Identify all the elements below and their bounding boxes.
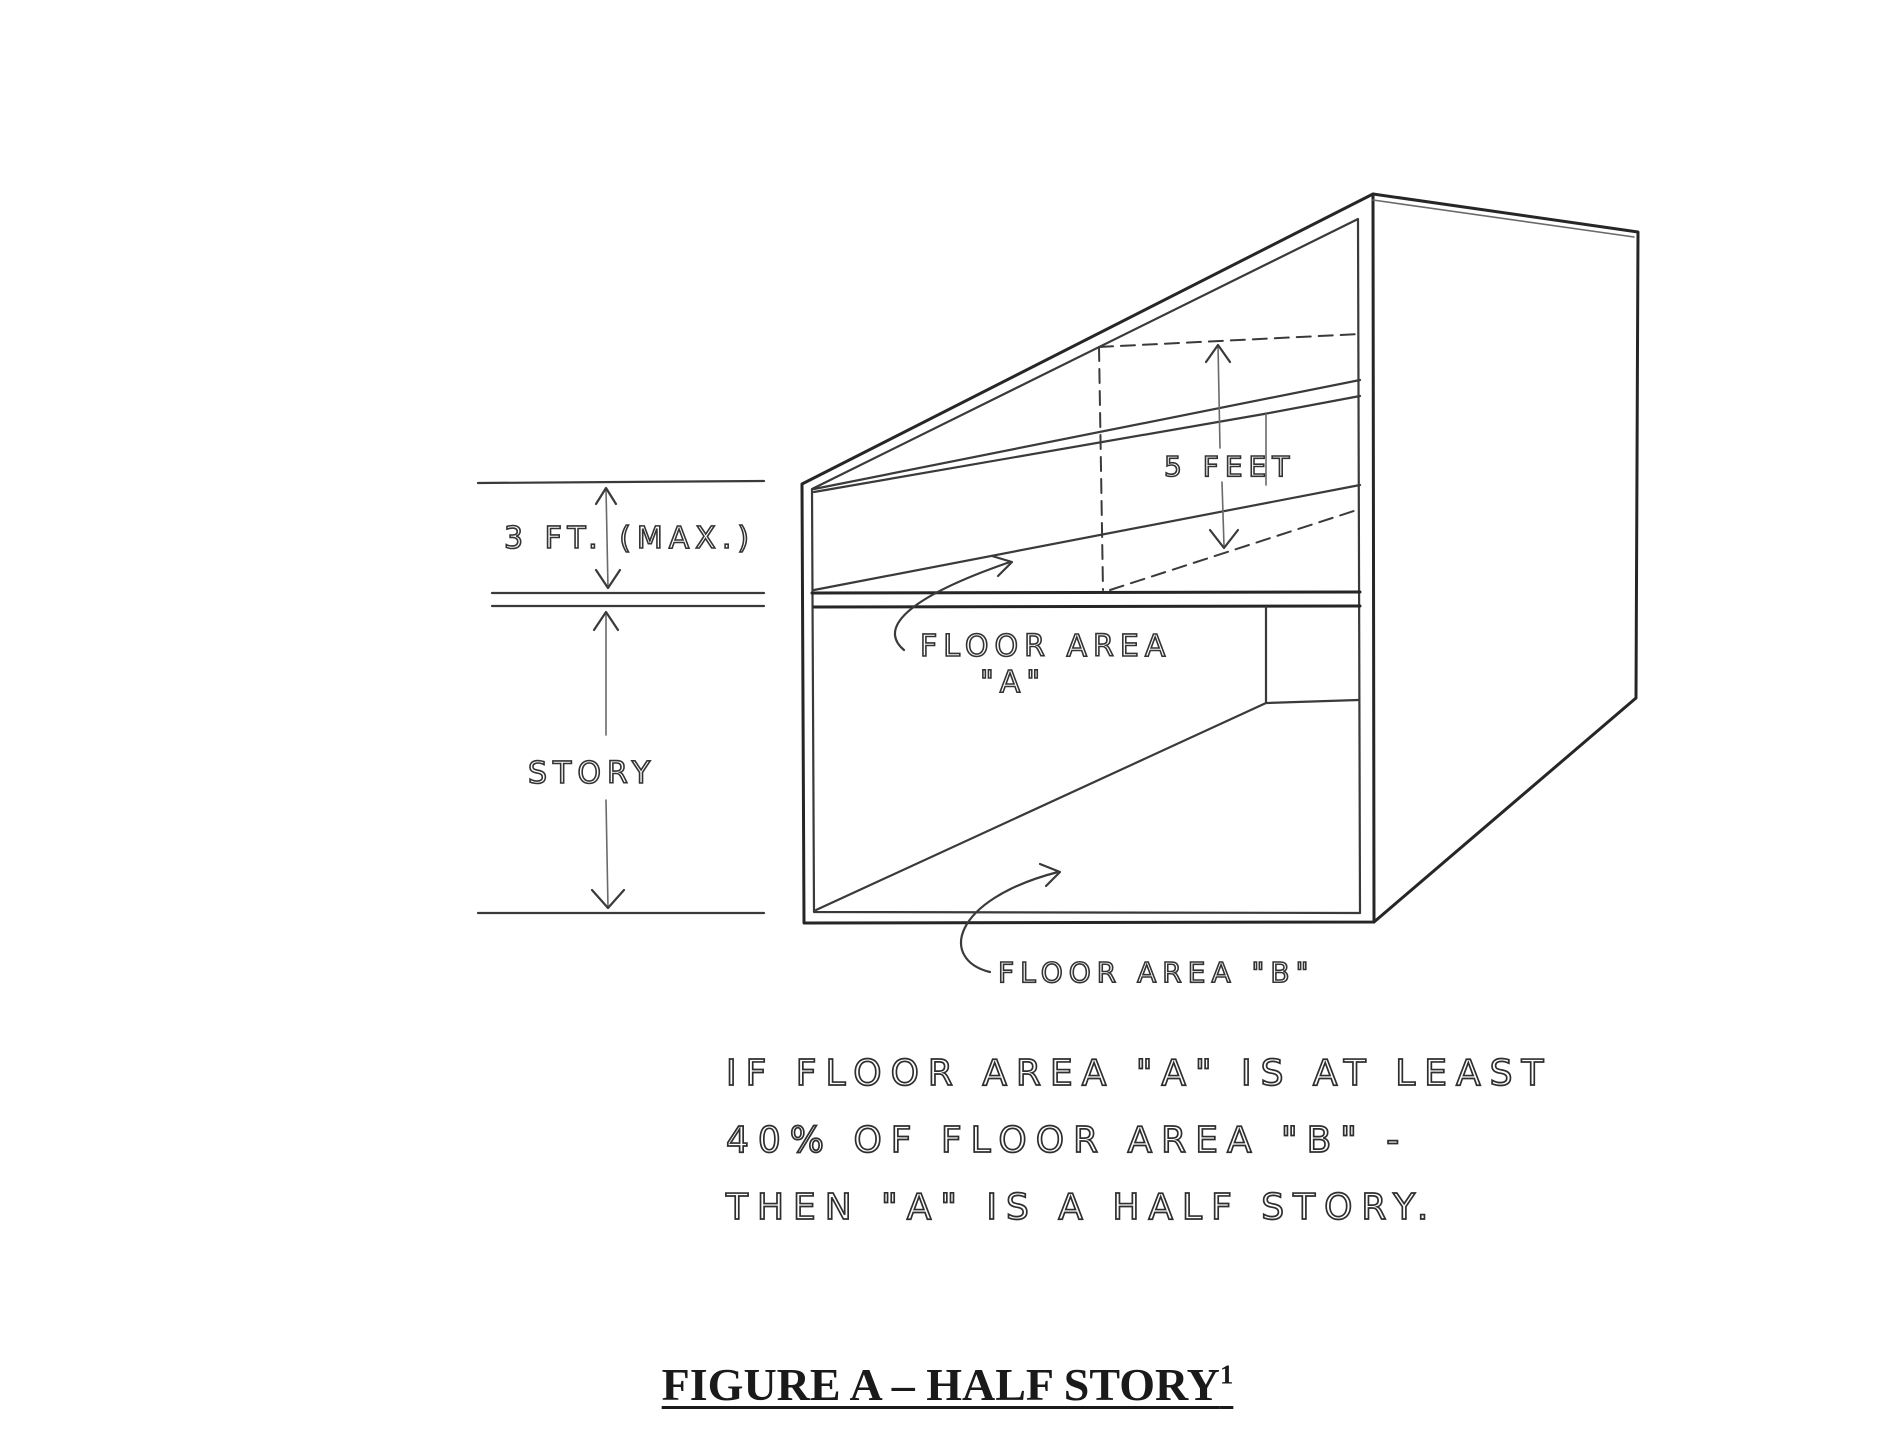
label-floor-area-b: FLOOR AREA "B" bbox=[998, 956, 1314, 989]
five-feet-dimension bbox=[1204, 343, 1240, 550]
side-face-top-edge bbox=[1372, 199, 1635, 238]
floor-area-b-leader-arrow bbox=[1038, 862, 1062, 888]
five-feet-line-upper bbox=[1217, 344, 1221, 449]
figure-caption-text: FIGURE A – HALF STORY bbox=[661, 1359, 1220, 1410]
five-feet-arrow-down bbox=[1208, 528, 1240, 550]
leaders bbox=[893, 554, 1062, 974]
five-feet-line-lower bbox=[1221, 481, 1225, 547]
five-foot-reference-left bbox=[1098, 346, 1104, 591]
three-ft-arrow-down bbox=[594, 568, 622, 590]
side-face bbox=[1371, 192, 1640, 924]
upper-knee-wall-line bbox=[812, 412, 1266, 494]
note-line-3: THEN "A" IS A HALF STORY. bbox=[725, 1187, 1437, 1228]
lower-interior bbox=[814, 605, 1360, 912]
story-arrow-down bbox=[590, 888, 626, 910]
upper-ceiling-line bbox=[812, 378, 1362, 491]
mid-floor bbox=[810, 590, 1362, 609]
lower-back-floor-line bbox=[1264, 698, 1360, 705]
front-face-outer bbox=[800, 192, 1376, 925]
building-outline bbox=[800, 192, 1640, 925]
mid-floor-top-line bbox=[810, 590, 1362, 595]
upper-floor-perspective bbox=[812, 483, 1362, 592]
figure-caption: FIGURE A – HALF STORY1 bbox=[0, 1358, 1895, 1411]
figure-caption-footnote: 1 bbox=[1219, 1359, 1234, 1390]
figure-caption-inner: FIGURE A – HALF STORY1 bbox=[662, 1359, 1234, 1410]
story-arrow-up bbox=[592, 610, 620, 632]
upper-back-edge bbox=[1262, 394, 1362, 416]
labels: 3 FT. (MAX.) 5 FEET STORY FLOOR AREA "A"… bbox=[503, 449, 1314, 990]
story-dimension-line-lower bbox=[605, 799, 609, 909]
floor-area-a-leader-arrow bbox=[990, 554, 1014, 578]
five-feet-arrow-up bbox=[1204, 343, 1232, 364]
floor-area-b-leader bbox=[960, 870, 1060, 974]
five-foot-top-dashed bbox=[1098, 333, 1361, 348]
three-ft-dimension-line bbox=[605, 487, 609, 589]
rule-note: IF FLOOR AREA "A" IS AT LEAST 40% OF FLO… bbox=[724, 1052, 1552, 1229]
upper-interior bbox=[812, 333, 1362, 592]
label-three-ft-max: 3 FT. (MAX.) bbox=[504, 521, 755, 556]
label-five-feet: 5 FEET bbox=[1164, 450, 1295, 483]
five-foot-bottom-dashed bbox=[1109, 508, 1361, 591]
front-face-inner bbox=[810, 217, 1362, 915]
label-floor-area-a-line2: "A" bbox=[980, 665, 1046, 700]
floor-area-a-leader bbox=[893, 560, 1012, 652]
label-story: STORY bbox=[528, 756, 656, 791]
dimension-lines bbox=[476, 479, 766, 915]
lower-floor-perspective bbox=[814, 701, 1268, 912]
note-line-1: IF FLOOR AREA "A" IS AT LEAST bbox=[726, 1053, 1552, 1094]
note-line-2: 40% OF FLOOR AREA "B" - bbox=[726, 1120, 1408, 1161]
three-ft-arrow-up bbox=[594, 486, 618, 506]
label-floor-area-a-line1: FLOOR AREA bbox=[920, 629, 1171, 664]
mid-floor-bottom-line bbox=[812, 604, 1362, 609]
dim-top-extension bbox=[476, 479, 766, 485]
